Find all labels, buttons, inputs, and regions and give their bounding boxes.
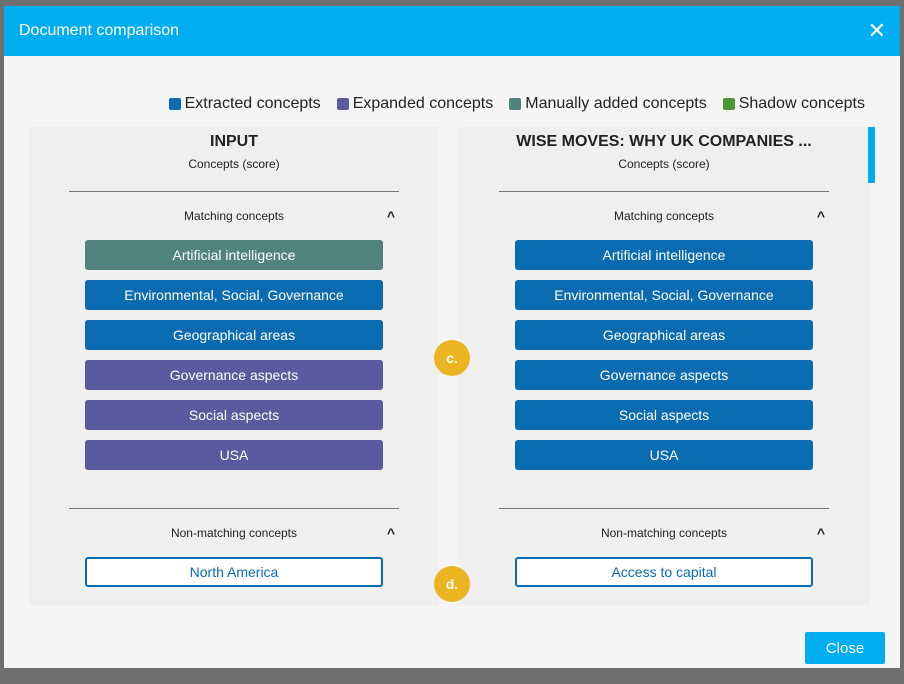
concept-chip[interactable]: USA — [515, 440, 813, 470]
legend-swatch — [722, 98, 735, 110]
section-label: Matching concepts — [613, 209, 715, 223]
legend-label: Manually added concepts — [525, 95, 707, 112]
chevron-up-icon[interactable]: ^ — [386, 525, 395, 541]
legend-label: Shadow concepts — [738, 95, 865, 112]
concept-chip[interactable]: Environmental, Social, Governance — [515, 280, 813, 310]
panel-title: INPUT — [210, 133, 258, 150]
chevron-up-icon[interactable]: ^ — [816, 208, 825, 224]
legend-item: Manually added concepts — [509, 95, 707, 113]
legend-label: Expanded concepts — [352, 95, 494, 112]
concept-chip[interactable]: USA — [85, 440, 383, 470]
nonmatching-header[interactable]: Non-matching concepts ^ — [499, 509, 829, 557]
legend-item: Expanded concepts — [336, 95, 494, 113]
document-panel: WISE MOVES: WHY UK COMPANIES ... Concept… — [459, 127, 869, 605]
nonmatching-header[interactable]: Non-matching concepts ^ — [69, 509, 399, 557]
annotation-badge-c: c. — [434, 340, 470, 376]
modal-header: Document comparison ✕ — [4, 6, 900, 56]
close-button[interactable]: Close — [805, 632, 885, 664]
concept-chip[interactable]: Social aspects — [85, 400, 383, 430]
concept-chip[interactable]: Governance aspects — [515, 360, 813, 390]
concept-chip[interactable]: Geographical areas — [515, 320, 813, 350]
legend-item: Shadow concepts — [722, 95, 865, 113]
matching-header[interactable]: Matching concepts ^ — [499, 192, 829, 240]
concept-chip[interactable]: Governance aspects — [85, 360, 383, 390]
legend-swatch — [168, 98, 181, 110]
legend-swatch — [509, 98, 522, 110]
concept-chip[interactable]: Artificial intelligence — [85, 240, 383, 270]
legend-swatch — [336, 98, 349, 110]
chevron-up-icon[interactable]: ^ — [386, 208, 395, 224]
divider — [499, 191, 829, 192]
divider — [69, 191, 399, 192]
section-label: Non-matching concepts — [600, 526, 728, 540]
panel-subtitle: Concepts (score) — [618, 157, 710, 171]
concept-chip[interactable]: Environmental, Social, Governance — [85, 280, 383, 310]
legend: Extracted concepts Expanded concepts Manua… — [168, 95, 865, 113]
legend-item: Extracted concepts — [168, 95, 321, 113]
matching-header[interactable]: Matching concepts ^ — [69, 192, 399, 240]
panel-subtitle: Concepts (score) — [188, 157, 280, 171]
section-label: Non-matching concepts — [170, 526, 298, 540]
modal-title: Document comparison — [19, 22, 180, 39]
concept-chip[interactable]: Artificial intelligence — [515, 240, 813, 270]
concept-chip[interactable]: Social aspects — [515, 400, 813, 430]
section-label: Matching concepts — [183, 209, 285, 223]
divider — [499, 508, 829, 509]
document-comparison-modal: Document comparison ✕ Extracted concepts… — [4, 6, 900, 668]
input-panel: INPUT Concepts (score) Matching concepts… — [29, 127, 439, 605]
chevron-up-icon[interactable]: ^ — [816, 525, 825, 541]
concept-chip[interactable]: North America — [85, 557, 383, 587]
scrollbar[interactable] — [868, 127, 875, 183]
legend-label: Extracted concepts — [184, 95, 321, 112]
concept-chip[interactable]: Access to capital — [515, 557, 813, 587]
panel-title: WISE MOVES: WHY UK COMPANIES ... — [516, 133, 812, 150]
concept-chip[interactable]: Geographical areas — [85, 320, 383, 350]
close-icon[interactable]: ✕ — [867, 18, 886, 43]
divider — [69, 508, 399, 509]
annotation-badge-d: d. — [434, 566, 470, 602]
